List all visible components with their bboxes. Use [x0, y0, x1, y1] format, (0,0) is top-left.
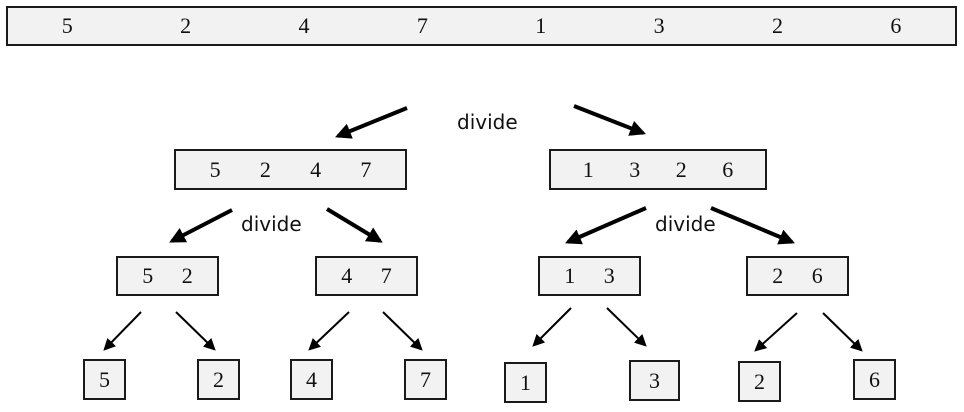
arrow-right-to-13: [565, 206, 647, 245]
root-cell: 6: [890, 13, 902, 38]
root-cell: 5: [61, 13, 73, 38]
leaf-box: 6: [853, 359, 896, 400]
leaf-box: 2: [738, 361, 781, 402]
leaf-value: 7: [420, 366, 431, 392]
quarter-cell: 1: [564, 263, 576, 288]
left-half-array: 5 2 4 7: [174, 149, 407, 190]
arrow-13-to-1: [532, 307, 572, 347]
arrow-root-to-right: [573, 104, 646, 136]
right-half-cell: 1: [582, 156, 594, 182]
leaf-value: 3: [649, 367, 660, 393]
divide-label-right: divide: [655, 212, 716, 236]
leaf-box: 3: [629, 360, 680, 401]
quarter-array-3: 1 3: [538, 256, 641, 296]
quarter-cell: 6: [811, 263, 823, 288]
leaf-value: 5: [99, 366, 110, 392]
leaf-box: 2: [197, 359, 240, 400]
quarter-cell: 4: [341, 263, 353, 288]
arrow-13-to-3: [606, 307, 647, 347]
leaf-box: 7: [404, 359, 447, 400]
quarter-cell: 3: [603, 263, 615, 288]
divide-label-top: divide: [457, 110, 518, 134]
quarter-cell: 5: [142, 263, 154, 288]
root-cell: 2: [180, 13, 192, 38]
quarter-cell: 2: [181, 263, 193, 288]
arrow-52-to-5: [103, 311, 142, 351]
right-half-cell: 6: [722, 156, 734, 182]
right-half-array: 1 3 2 6: [549, 149, 767, 190]
arrow-52-to-2: [175, 311, 216, 351]
arrow-right-to-26: [710, 206, 795, 245]
quarter-array-4: 2 6: [746, 256, 849, 296]
arrow-26-to-2: [754, 312, 798, 352]
leaf-box: 5: [83, 359, 126, 400]
leaf-value: 6: [869, 366, 880, 392]
arrow-47-to-4: [308, 311, 350, 351]
leaf-value: 2: [213, 366, 224, 392]
root-cell: 3: [653, 13, 665, 38]
quarter-array-2: 4 7: [315, 256, 418, 296]
root-cell: 7: [416, 13, 428, 38]
arrow-root-to-left: [335, 106, 408, 139]
arrow-left-to-47: [325, 207, 383, 243]
arrow-26-to-6: [822, 312, 863, 352]
arrow-left-to-52: [169, 208, 233, 243]
leaf-box: 1: [504, 362, 547, 403]
root-cell: 4: [298, 13, 310, 38]
right-half-cell: 2: [675, 156, 687, 182]
leaf-value: 2: [754, 368, 765, 394]
root-array: 5 2 4 7 1 3 2 6: [6, 6, 957, 46]
quarter-cell: 2: [772, 263, 784, 288]
leaf-value: 4: [306, 366, 317, 392]
root-cell: 1: [535, 13, 547, 38]
divide-label-left: divide: [241, 212, 302, 236]
quarter-array-1: 5 2: [116, 256, 219, 296]
left-half-cell: 5: [209, 156, 221, 182]
arrow-47-to-7: [382, 311, 423, 351]
left-half-cell: 2: [259, 156, 271, 182]
quarter-cell: 7: [380, 263, 392, 288]
leaf-box: 4: [290, 359, 333, 400]
right-half-cell: 3: [629, 156, 641, 182]
leaf-value: 1: [520, 369, 531, 395]
root-cell: 2: [771, 13, 783, 38]
left-half-cell: 7: [360, 156, 372, 182]
left-half-cell: 4: [310, 156, 322, 182]
